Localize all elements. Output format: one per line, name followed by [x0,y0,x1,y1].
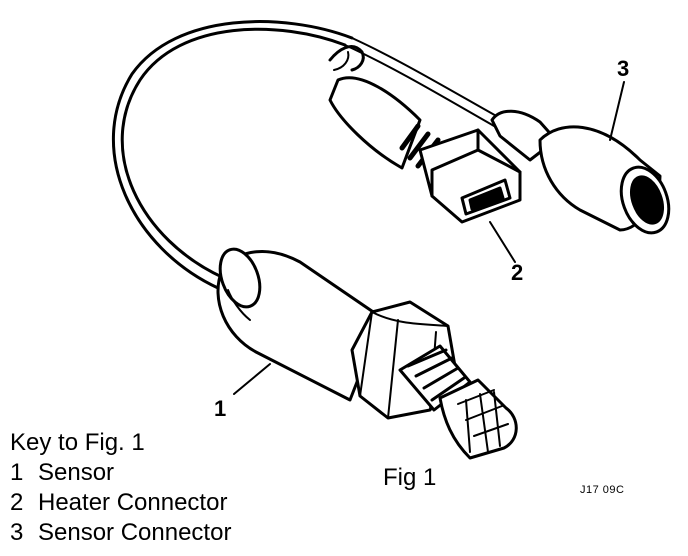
key-item-label: Sensor [38,459,115,486]
sensor-connector [490,81,671,235]
key-item-number: 3 [10,519,24,546]
key-item: 1 Sensor [10,458,231,488]
reference-code: J17 09C [580,484,625,496]
key-item: 2 Heater Connector [10,488,231,518]
wire-loop [111,20,501,290]
key-title: Key to Fig. 1 [10,429,145,456]
sensor-body [216,247,518,460]
key-item-number: 1 [10,459,24,486]
key-item-label: Heater Connector [38,489,228,516]
callout-sensor: 1 [214,396,227,421]
key-item-number: 2 [10,489,24,516]
callout-heater-connector: 2 [511,260,524,285]
callout-sensor-connector: 3 [617,56,630,81]
key-item: 3 Sensor Connector [10,518,231,548]
heater-connector [328,76,522,263]
key-item-label: Sensor Connector [38,519,232,546]
figure-caption: Fig 1 [383,464,437,491]
